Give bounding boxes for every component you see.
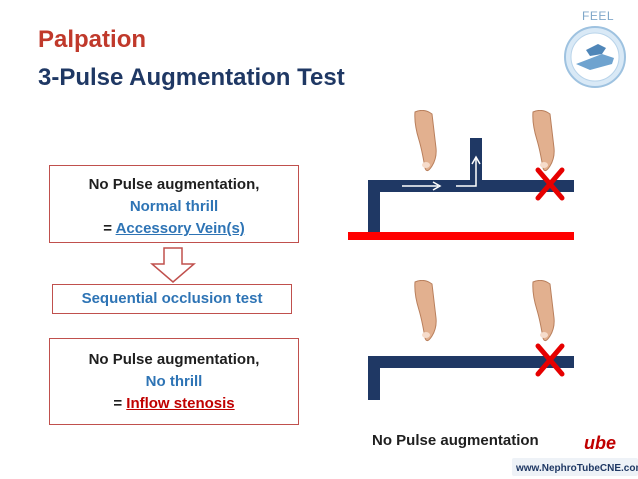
box1-prefix: = (103, 220, 116, 237)
down-arrow-icon (150, 247, 196, 283)
box3-line1: No Pulse augmentation, (88, 351, 260, 368)
box1-line3: = Accessory Vein(s) (50, 218, 298, 240)
inflow-stenosis-link[interactable]: Inflow stenosis (126, 395, 235, 412)
finger-icon (532, 280, 555, 342)
inflow-stenosis-diagram (368, 280, 574, 400)
inflow-stenosis-box: No Pulse augmentation, No thrill = Inflo… (49, 338, 299, 425)
feel-label: FEEL (582, 9, 615, 23)
box1-line2: Normal thrill (129, 198, 219, 215)
page-subtitle: 3-Pulse Augmentation Test (38, 64, 345, 91)
accessory-vein-link[interactable]: Accessory Vein(s) (115, 220, 245, 237)
box3-line3: = Inflow stenosis (50, 393, 298, 415)
hand-palpation-icon (564, 26, 626, 88)
accessory-vein-box: No Pulse augmentation, Normal thrill = A… (49, 165, 299, 243)
vein-side (368, 180, 380, 232)
x-mark-icon (535, 167, 565, 201)
box3-line2: No thrill (145, 373, 203, 390)
page-title: Palpation (38, 26, 147, 53)
finger-icon (532, 110, 555, 172)
finger-icon (414, 110, 437, 172)
vein-side (368, 356, 380, 400)
finger-icon (414, 280, 437, 342)
watermark-brand: ube (584, 433, 616, 453)
sequential-occlusion-box: Sequential occlusion test (52, 284, 292, 314)
watermark-url[interactable]: www.NephroTubeCNE.com (515, 463, 638, 474)
vein-top (368, 356, 574, 368)
x-mark-icon (535, 343, 565, 377)
box1-line1: No Pulse augmentation, (88, 176, 260, 193)
nephrotube-watermark: ube www.NephroTubeCNE.com (512, 430, 638, 476)
box3-prefix: = (113, 395, 127, 412)
artery-line (348, 232, 574, 240)
accessory-vein-diagram (348, 110, 574, 240)
box2-text: Sequential occlusion test (81, 290, 263, 307)
diagram-caption: No Pulse augmentation (372, 432, 539, 449)
